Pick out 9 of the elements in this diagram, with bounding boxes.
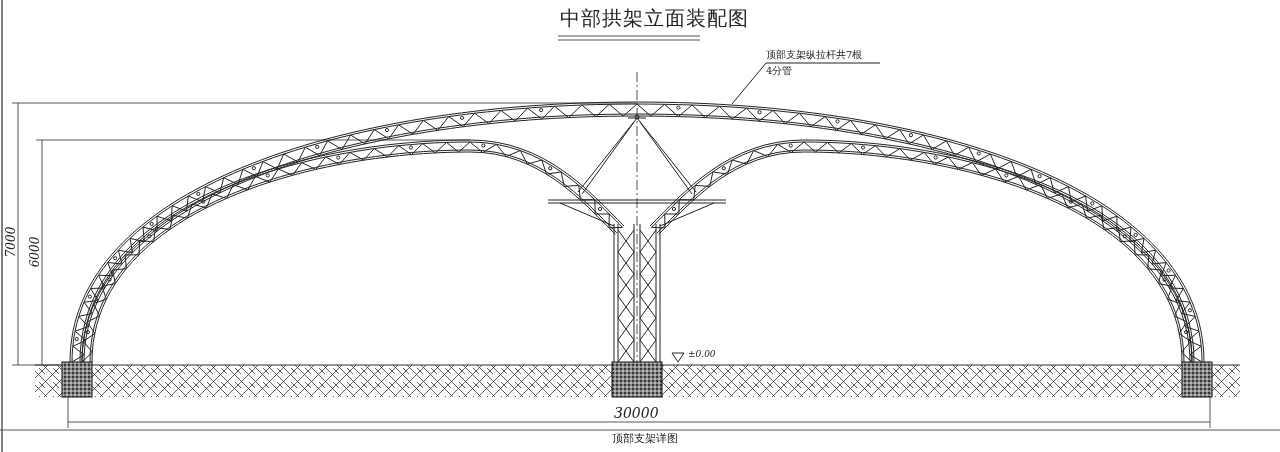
dimension-text: 30000 [614, 406, 659, 420]
drawing-title: 中部拱架立面装配图 [560, 8, 749, 28]
dimension-text: 6000 [29, 236, 42, 268]
level-text: ±0.00 [688, 350, 716, 359]
callout-text: 顶部支架纵拉杆共7根 [766, 50, 863, 60]
dimension-text: 7000 [5, 226, 18, 258]
leader-line [731, 62, 767, 105]
callout-note: 4分管 [766, 66, 794, 76]
detail-caption: 顶部支架详图 [612, 433, 678, 444]
